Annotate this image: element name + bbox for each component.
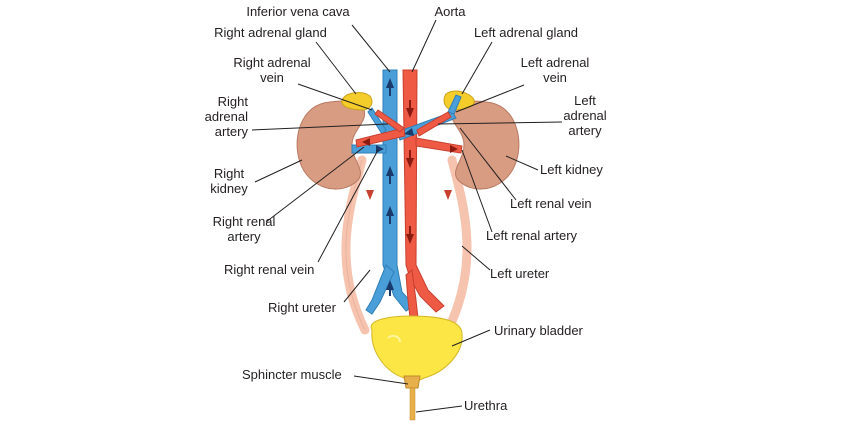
label-urethra: Urethra (464, 398, 508, 413)
right-adrenal-artery-shape (374, 109, 405, 133)
leader-left-ureter (461, 245, 491, 271)
label-left-adrenal-gland: Left adrenal gland (473, 25, 579, 40)
label-right-adrenal-gland: Right adrenal gland (214, 25, 327, 40)
leader-right-adrenal-gland (315, 41, 357, 95)
aorta-arrow-2 (406, 158, 414, 168)
sphincter-muscle-shape (403, 375, 421, 389)
ivc-arrow-2-shaft (389, 176, 391, 184)
leader-left-adrenal-artery (437, 121, 563, 125)
label-right-renal-artery: Right renal artery (212, 214, 276, 244)
left-adrenal-vein-shape (447, 94, 462, 115)
aorta-arrow-1 (406, 108, 414, 118)
aorta-arrow-2-shaft (409, 150, 411, 158)
ivc-arrow-3 (386, 206, 394, 216)
leader-left-kidney (505, 155, 539, 171)
left-renal-vein-arrow (404, 128, 414, 136)
leader-left-renal-artery (461, 149, 493, 233)
label-right-kidney: Right kidney (210, 166, 248, 196)
urinary-bladder-shape (370, 315, 463, 383)
left-adrenal-artery-shape (416, 111, 452, 137)
left-ureter-shape (443, 155, 472, 335)
ivc-arrow-4-shaft (389, 290, 391, 296)
leader-right-ureter (343, 269, 371, 303)
leader-urethra (415, 405, 463, 413)
leader-left-renal-vein (459, 127, 517, 201)
label-sphincter-muscle: Sphincter muscle (242, 367, 342, 382)
label-left-renal-vein: Left renal vein (510, 196, 592, 211)
label-left-ureter: Left ureter (490, 266, 550, 281)
ivc-arrow-1 (386, 78, 394, 88)
ivc-arrow-4 (386, 280, 394, 290)
common-iliac-vein-right (365, 264, 395, 315)
aorta-arrow-3 (406, 234, 414, 244)
leader-ivc (351, 24, 391, 73)
leader-lines (251, 19, 563, 413)
ivc-arrow-1-shaft (389, 88, 391, 96)
urethra-shape (409, 387, 416, 421)
label-urinary-bladder: Urinary bladder (494, 323, 583, 338)
ivc-arrow-2 (386, 166, 394, 176)
leader-sphincter-muscle (353, 375, 409, 385)
right-ureter-arrow (366, 190, 374, 200)
leader-urinary-bladder (451, 329, 491, 347)
leader-right-adrenal-vein (297, 83, 373, 111)
bladder-highlight (387, 334, 401, 343)
label-right-adrenal-vein: Right adrenal vein (233, 55, 311, 85)
leader-left-adrenal-vein (455, 84, 525, 113)
left-ureter-arrow (444, 190, 452, 200)
label-left-adrenal-artery: Left adrenal artery (563, 93, 607, 138)
label-right-ureter: Right ureter (268, 300, 336, 315)
label-left-kidney: Left kidney (540, 162, 603, 177)
left-kidney-shape (450, 100, 520, 190)
aorta-arrow-3-shaft (409, 226, 411, 234)
label-left-renal-artery: Left renal artery (486, 228, 578, 243)
label-aorta: Aorta (434, 4, 466, 19)
aorta-arrow-1-shaft (409, 100, 411, 108)
left-renal-artery-shape (415, 137, 463, 154)
right-renal-artery-arrow (362, 138, 370, 146)
leader-right-renal-artery (265, 146, 365, 223)
left-renal-artery-arrow (450, 145, 458, 153)
leader-right-renal-vein (317, 149, 379, 263)
label-right-renal-vein: Right renal vein (224, 262, 315, 277)
label-inferior-vena-cava: Inferior vena cava (246, 4, 350, 19)
label-left-adrenal-vein: Left adrenal vein (520, 55, 590, 85)
leader-aorta (411, 19, 437, 73)
label-right-adrenal-artery: Right adrenal artery (204, 94, 248, 139)
leader-left-adrenal-gland (461, 41, 493, 95)
leader-right-kidney (254, 159, 303, 183)
leader-right-adrenal-artery (251, 123, 389, 131)
ivc-arrow-3-shaft (389, 216, 391, 224)
